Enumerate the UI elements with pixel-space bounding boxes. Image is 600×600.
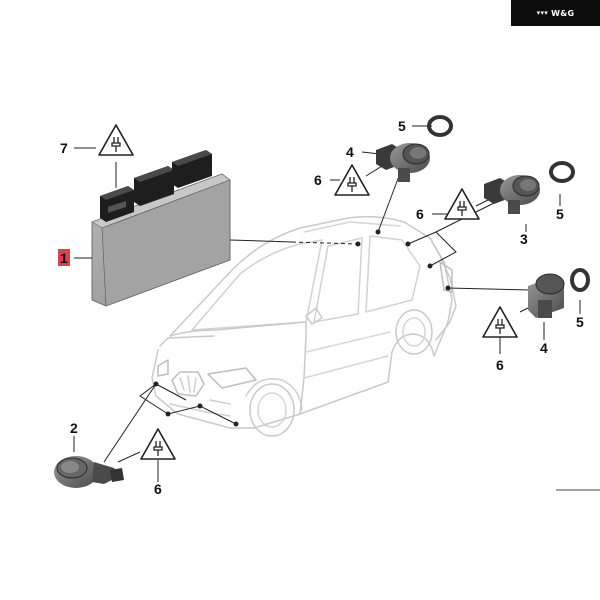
callout-1-highlight — [58, 249, 70, 266]
sensor-ring-right[interactable] — [570, 268, 590, 292]
module-connector-1 — [100, 186, 134, 222]
sensor-ring-top-right[interactable] — [549, 161, 575, 183]
esd-warning-icon-front — [140, 428, 176, 460]
brand-logo: ▾▾▾ W&G — [511, 0, 600, 26]
esd-warning-icon-top-left — [334, 164, 370, 196]
callout-5-top-right[interactable]: 5 — [556, 206, 564, 222]
callout-2[interactable]: 2 — [70, 420, 78, 436]
pdc-sensor-front[interactable] — [54, 456, 124, 488]
callout-6-right[interactable]: 6 — [496, 357, 504, 373]
sensor-ring-top-left[interactable] — [427, 115, 453, 137]
pdc-sensor-top-right[interactable] — [484, 175, 540, 214]
module-connector-3 — [172, 150, 212, 188]
brand-mark-icon: ▾▾▾ — [536, 9, 549, 17]
esd-warning-icon-right — [482, 306, 518, 338]
esd-warning-icon-module — [98, 124, 134, 156]
callout-5-top-left[interactable]: 5 — [398, 118, 406, 134]
callout-7[interactable]: 7 — [60, 140, 68, 156]
car-body-outline — [151, 215, 457, 437]
callout-1[interactable]: 1 — [60, 250, 68, 266]
esd-warning-icon-top-right — [444, 188, 480, 220]
callout-6-top-left[interactable]: 6 — [314, 172, 322, 188]
control-module[interactable] — [91, 150, 231, 307]
brand-name: W&G — [551, 8, 575, 18]
callout-5-right[interactable]: 5 — [576, 314, 584, 330]
leader-lines — [73, 125, 581, 482]
pdc-sensor-right[interactable] — [528, 273, 565, 318]
callout-6-front[interactable]: 6 — [154, 481, 162, 497]
callout-3[interactable]: 3 — [520, 231, 528, 247]
callout-4-lower[interactable]: 4 — [540, 340, 548, 356]
callout-4-upper[interactable]: 4 — [346, 144, 354, 160]
module-connector-2 — [134, 166, 174, 206]
callout-6-top-right[interactable]: 6 — [416, 206, 424, 222]
pdc-sensor-top-left[interactable] — [376, 143, 430, 182]
